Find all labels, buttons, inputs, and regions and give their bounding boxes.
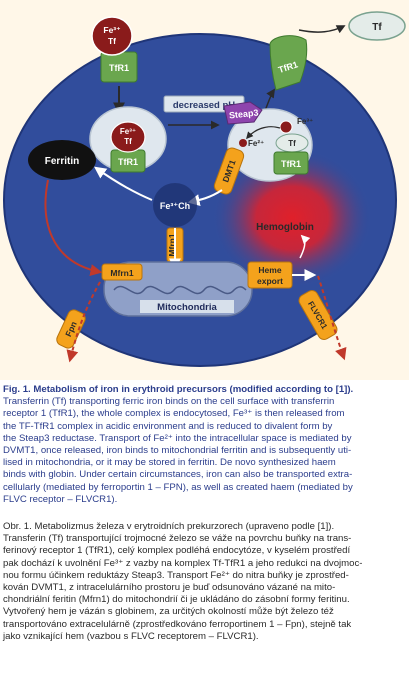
caption-en-line: receptor 1 (TfR1), the whole complex is … [3, 408, 345, 420]
ferritin-store: Ferritin [28, 140, 96, 180]
caption-en-line: the Steap3 reductase. Transport of Fe²⁺ … [3, 432, 352, 444]
caption-cz-line: Vytvořený hem je vázán s globinem, za ur… [3, 606, 334, 618]
caption-en-line: lised in mitochondria, or it may be stor… [3, 457, 336, 469]
caption-en-line: Transferrin (Tf) transporting ferric iro… [3, 396, 335, 408]
tfr1-endosome-right [273, 151, 309, 175]
storage-arrow [94, 166, 153, 201]
fe3-tf-top-label-tf: Tf [108, 36, 116, 46]
caption-cz-line: chondriální feritin (Mfrn1) do mitochond… [3, 594, 350, 606]
caption-cz-line: ferinový receptor 1 (TfR1), celý komplex… [3, 545, 351, 557]
fe2-endosome-label: Fe²⁺ [248, 139, 264, 148]
caption-en-line: the TF-TfR1 complex in acidic environmen… [3, 420, 333, 432]
heme-to-hemoglobin-arrow [299, 234, 311, 259]
mfrn1-vertical-label: Mfrn1 [167, 233, 177, 256]
mfrn1-horizontal-label: Mfrn1 [110, 268, 133, 278]
tf-tfr1-surface-complex: TfR1 Fe³⁺ Tf [91, 16, 138, 83]
flvcr1-export-arrow [317, 275, 347, 361]
fpn-export-arrow [66, 281, 101, 363]
endosome-left: TfR1 Fe³⁺ Tf [89, 106, 167, 173]
endosome-right: Steap3 Fe³⁺ Fe²⁺ Tf TfR1 [223, 101, 313, 182]
caption-en-line: FLVC receptor – FLVCR1). [3, 493, 118, 505]
heme-export-label-line1: Heme [258, 265, 281, 275]
dmt1-transporter: DMT1 [213, 147, 245, 195]
tfr1-top-left-label: TfR1 [109, 63, 129, 73]
fe3-tf-endosome-label-tf: Tf [124, 137, 132, 146]
steap3-label: Steap3 [228, 108, 258, 121]
flvcr1-transporter: FLVCR1 [298, 290, 338, 340]
tf-free-label: Tf [372, 22, 382, 33]
caption-en-line: cellularly (mediated by ferroportin 1 – … [3, 481, 353, 493]
iron-metabolism-diagram: Tf TfR1 TfR1 Fe³⁺ Tf decreased pH TfR1 F… [0, 0, 409, 380]
fe3-ch-label: Fe³⁺Ch [160, 201, 190, 211]
tfr1-surface-right: TfR1 [269, 35, 308, 91]
decreased-ph-label: decreased pH [173, 100, 235, 111]
caption-cz-line: pak dochází k uvolnění Fe³⁺ z vazby na k… [3, 557, 363, 569]
fe-reduction-arrow [246, 126, 281, 140]
caption-cz-line: nou formu účinkem reduktázy Steap3. Tran… [3, 569, 349, 581]
caption-en-line: DVMT1, once released, iron binds to mito… [3, 445, 352, 457]
mitochondria-label: Mitochondria [157, 302, 217, 313]
fe3-tf-top-label-fe: Fe³⁺ [103, 25, 120, 35]
ferritin-to-mito-arrow [44, 179, 103, 276]
fpn-transporter: Fpn [56, 309, 86, 349]
fe3-tf-endosome-label-fe: Fe³⁺ [120, 127, 136, 136]
fe3-ion-endosome [279, 120, 293, 134]
tfr1-endosome-right-label: TfR1 [281, 159, 301, 169]
fe3-endosome-right-label: Fe³⁺ [297, 117, 313, 126]
caption-czech: Obr. 1. Metabolizmus železa v erytroidní… [3, 521, 406, 643]
steap3-enzyme [223, 101, 263, 125]
caption-cz-line: Obr. 1. Metabolizmus železa v erytroidní… [3, 521, 335, 532]
fe3-chelate: Fe³⁺Ch [153, 183, 197, 227]
tfr1-endosome-label: TfR1 [118, 157, 138, 167]
caption-english: Fig. 1. Metabolism of iron in erythroid … [3, 384, 406, 506]
caption-cz-line: jako vznikající hem (vazbou s FLVC recep… [3, 630, 259, 642]
fe3-tf-top [91, 16, 133, 56]
heme-export-transporter: Heme export [247, 261, 293, 289]
tf-endosome-right-label: Tf [288, 139, 296, 148]
caption-cz-line: Transferin (Tf) transportující trojmocné… [3, 533, 352, 545]
caption-cz-line: kován DVMT1, z intracelulárního prostoru… [3, 582, 336, 594]
mfrn1-horizontal-transporter: Mfrn1 [101, 263, 143, 281]
caption-cz-line: transportováno extracelulárně (zprostřed… [3, 618, 352, 630]
fe2-ion-endosome [239, 139, 247, 147]
hemoglobin-label: Hemoglobin [256, 222, 314, 233]
mitochondria-band [140, 300, 234, 313]
hemoglobin-region [212, 148, 372, 288]
caption-en-title: Fig. 1. Metabolism of iron in erythroid … [3, 384, 354, 395]
tf-release-arrow [298, 25, 346, 34]
caption-en-line: binds with globin. Under certain circums… [3, 469, 353, 481]
fe3-tf-endosome [110, 121, 146, 153]
free-transferrin: Tf [348, 11, 406, 41]
heme-export-label-line2: export [257, 276, 283, 286]
ferritin-label: Ferritin [45, 156, 79, 167]
